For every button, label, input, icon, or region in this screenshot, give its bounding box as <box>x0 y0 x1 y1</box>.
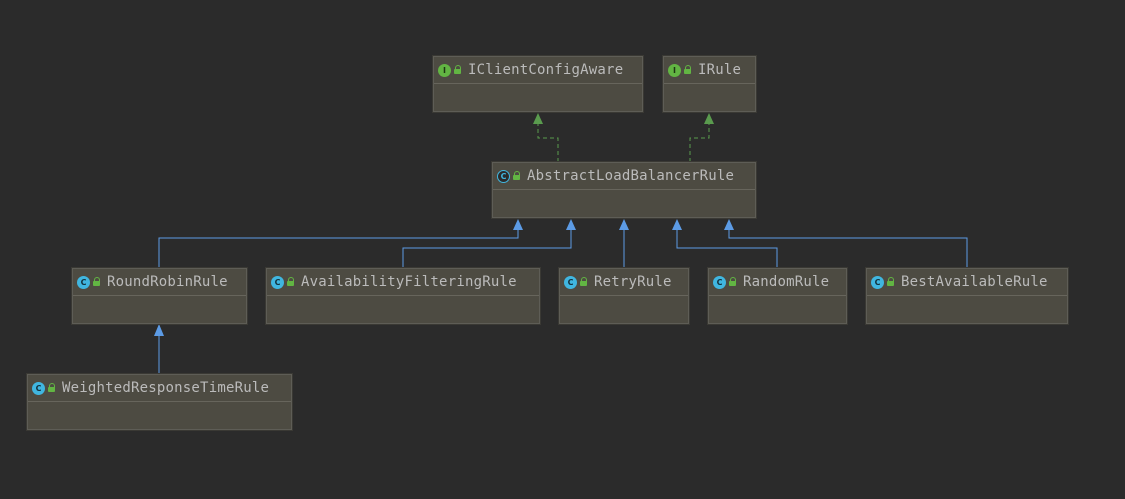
arrowhead-retryrule-parent <box>619 219 629 230</box>
interface-icon: I <box>668 63 681 77</box>
arrowhead-weightedresponsetimerule-parent <box>154 324 164 336</box>
extends-edges <box>154 219 968 374</box>
roundrobinrule-node[interactable]: C RoundRobinRule <box>72 268 247 324</box>
irule-node[interactable]: I IRule <box>663 56 756 112</box>
node-header: I IRule <box>664 57 755 83</box>
lock-icon <box>684 65 692 75</box>
node-title: IRule <box>698 62 742 78</box>
iclientconfigaware-node[interactable]: I IClientConfigAware <box>433 56 643 112</box>
arrowhead-irule <box>704 113 714 124</box>
node-header: C RoundRobinRule <box>73 269 246 295</box>
node-separator <box>493 189 755 190</box>
node-title: RetryRule <box>594 274 672 290</box>
node-title: BestAvailableRule <box>901 274 1048 290</box>
arrowhead-bestavailablerule-parent <box>724 219 734 230</box>
node-title: AvailabilityFilteringRule <box>301 274 517 290</box>
abstractloadbalancerrule-node[interactable]: C AbstractLoadBalancerRule <box>492 162 756 218</box>
node-separator <box>28 401 291 402</box>
edge-bestavailablerule-extends-abstractloadbalancerrule <box>728 230 968 268</box>
lock-icon <box>887 277 895 287</box>
lock-icon <box>580 277 588 287</box>
edge-abstractloadbalancerrule-implements-irule <box>689 124 710 162</box>
class-icon: C <box>32 381 45 395</box>
lock-icon <box>513 171 521 181</box>
retryrule-node[interactable]: C RetryRule <box>559 268 689 324</box>
node-header: C AbstractLoadBalancerRule <box>493 163 755 189</box>
class-icon: C <box>871 275 884 289</box>
node-header: C BestAvailableRule <box>867 269 1067 295</box>
arrowhead-randomrule-parent <box>672 219 682 230</box>
lock-icon <box>454 65 462 75</box>
node-separator <box>267 295 539 296</box>
node-separator <box>434 83 642 84</box>
node-title: RoundRobinRule <box>107 274 228 290</box>
availabilityfilteringrule-node[interactable]: C AvailabilityFilteringRule <box>266 268 540 324</box>
lock-icon <box>729 277 737 287</box>
node-separator <box>664 83 755 84</box>
node-separator <box>73 295 246 296</box>
node-separator <box>867 295 1067 296</box>
class-icon: C <box>564 275 577 289</box>
lock-icon <box>48 383 56 393</box>
randomrule-node[interactable]: C RandomRule <box>708 268 847 324</box>
node-header: C WeightedResponseTimeRule <box>28 375 291 401</box>
lock-icon <box>93 277 101 287</box>
edge-roundrobinrule-extends-abstractloadbalancerrule <box>158 230 519 268</box>
class-icon: C <box>77 275 90 289</box>
node-header: C AvailabilityFilteringRule <box>267 269 539 295</box>
class-icon: C <box>713 275 726 289</box>
node-separator <box>709 295 846 296</box>
lock-icon <box>287 277 295 287</box>
edge-randomrule-extends-abstractloadbalancerrule <box>676 230 778 268</box>
node-title: AbstractLoadBalancerRule <box>527 168 735 184</box>
node-header: C RetryRule <box>560 269 688 295</box>
arrowhead-roundrobinrule-parent <box>513 219 523 230</box>
node-title: WeightedResponseTimeRule <box>62 380 270 396</box>
edge-availabilityfilteringrule-extends-abstractloadbalancerrule <box>402 230 572 268</box>
bestavailablerule-node[interactable]: C BestAvailableRule <box>866 268 1068 324</box>
weightedresponsetimerule-node[interactable]: C WeightedResponseTimeRule <box>27 374 292 430</box>
arrowhead-iclientconfigaware <box>533 113 543 124</box>
node-separator <box>560 295 688 296</box>
implements-edges <box>533 113 714 162</box>
edge-abstractloadbalancerrule-implements-iclientconfigaware <box>537 124 559 162</box>
interface-icon: I <box>438 63 451 77</box>
node-title: IClientConfigAware <box>468 62 624 78</box>
node-header: C RandomRule <box>709 269 846 295</box>
abstract-class-icon: C <box>497 169 510 183</box>
arrowhead-availabilityfilteringrule-parent <box>566 219 576 230</box>
class-icon: C <box>271 275 284 289</box>
node-header: I IClientConfigAware <box>434 57 642 83</box>
node-title: RandomRule <box>743 274 830 290</box>
